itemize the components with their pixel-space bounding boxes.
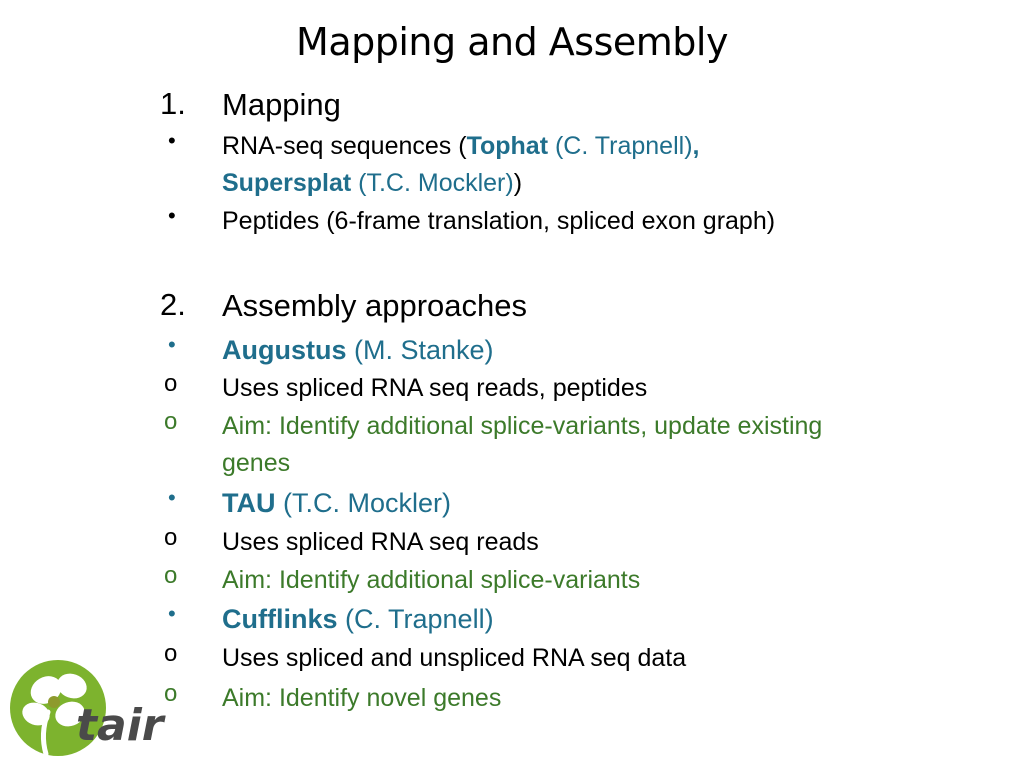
rnaseq-suffix: ) [513,169,523,197]
sub-marker: o [164,640,178,667]
flower-icon [10,660,106,757]
bullet-marker: • [168,203,176,228]
tool-name: Augustus [222,335,347,365]
tool-author: (M. Stanke) [346,335,494,365]
tool-tophat: Tophat [466,132,549,160]
sub-marker: o [164,680,178,707]
sub-marker: o [164,408,178,435]
aim-text: Aim: Identify additional splice-variants [222,566,641,594]
uses-text: Uses spliced RNA seq reads, peptides [222,374,648,402]
tool-name: TAU [222,488,276,518]
slide-title: Mapping and Assembly [296,20,728,64]
tool-line: TAU (T.C. Mockler) [222,485,990,522]
section-2-number: 2. [160,287,186,322]
tool-supersplat: Supersplat [222,169,352,197]
aim-text: Aim: Identify novel genes [222,684,502,712]
aim-line-2: genes [222,449,291,477]
uses-text: Uses spliced and unspliced RNA seq data [222,644,687,672]
bullet-marker: • [168,128,176,153]
sub-marker: o [164,524,178,551]
bullet-marker: • [168,601,176,626]
section-1-heading: Mapping [222,87,341,122]
rnaseq-prefix: RNA-seq sequences ( [222,132,467,160]
aim-line-1: Aim: Identify additional splice-variants… [222,412,823,440]
tair-logo: tair [8,656,164,762]
aim-text: Aim: Identify additional splice-variants… [222,408,990,482]
tool-author: (C. Trapnell) [337,604,494,634]
tool-supersplat-author: (T.C. Mockler) [351,169,514,197]
tool-author: (T.C. Mockler) [275,488,451,518]
tool-line: Augustus (M. Stanke) [222,332,990,369]
bullet-text: RNA-seq sequences (Tophat (C. Trapnell),… [222,128,990,202]
sub-marker: o [164,562,178,589]
tool-line: Cufflinks (C. Trapnell) [222,601,990,638]
bullet-text: Peptides (6-frame translation, spliced e… [222,207,776,235]
logo-wordmark: tair [76,700,164,751]
sub-marker: o [164,370,178,397]
section-2-heading: Assembly approaches [222,288,527,323]
uses-text: Uses spliced RNA seq reads [222,528,539,556]
bullet-marker: • [168,485,176,510]
tool-name: Cufflinks [222,604,338,634]
tool-tophat-author: (C. Trapnell) [548,132,693,160]
section-1-number: 1. [160,86,186,121]
tool-separator: , [692,132,700,160]
bullet-marker: • [168,332,176,357]
